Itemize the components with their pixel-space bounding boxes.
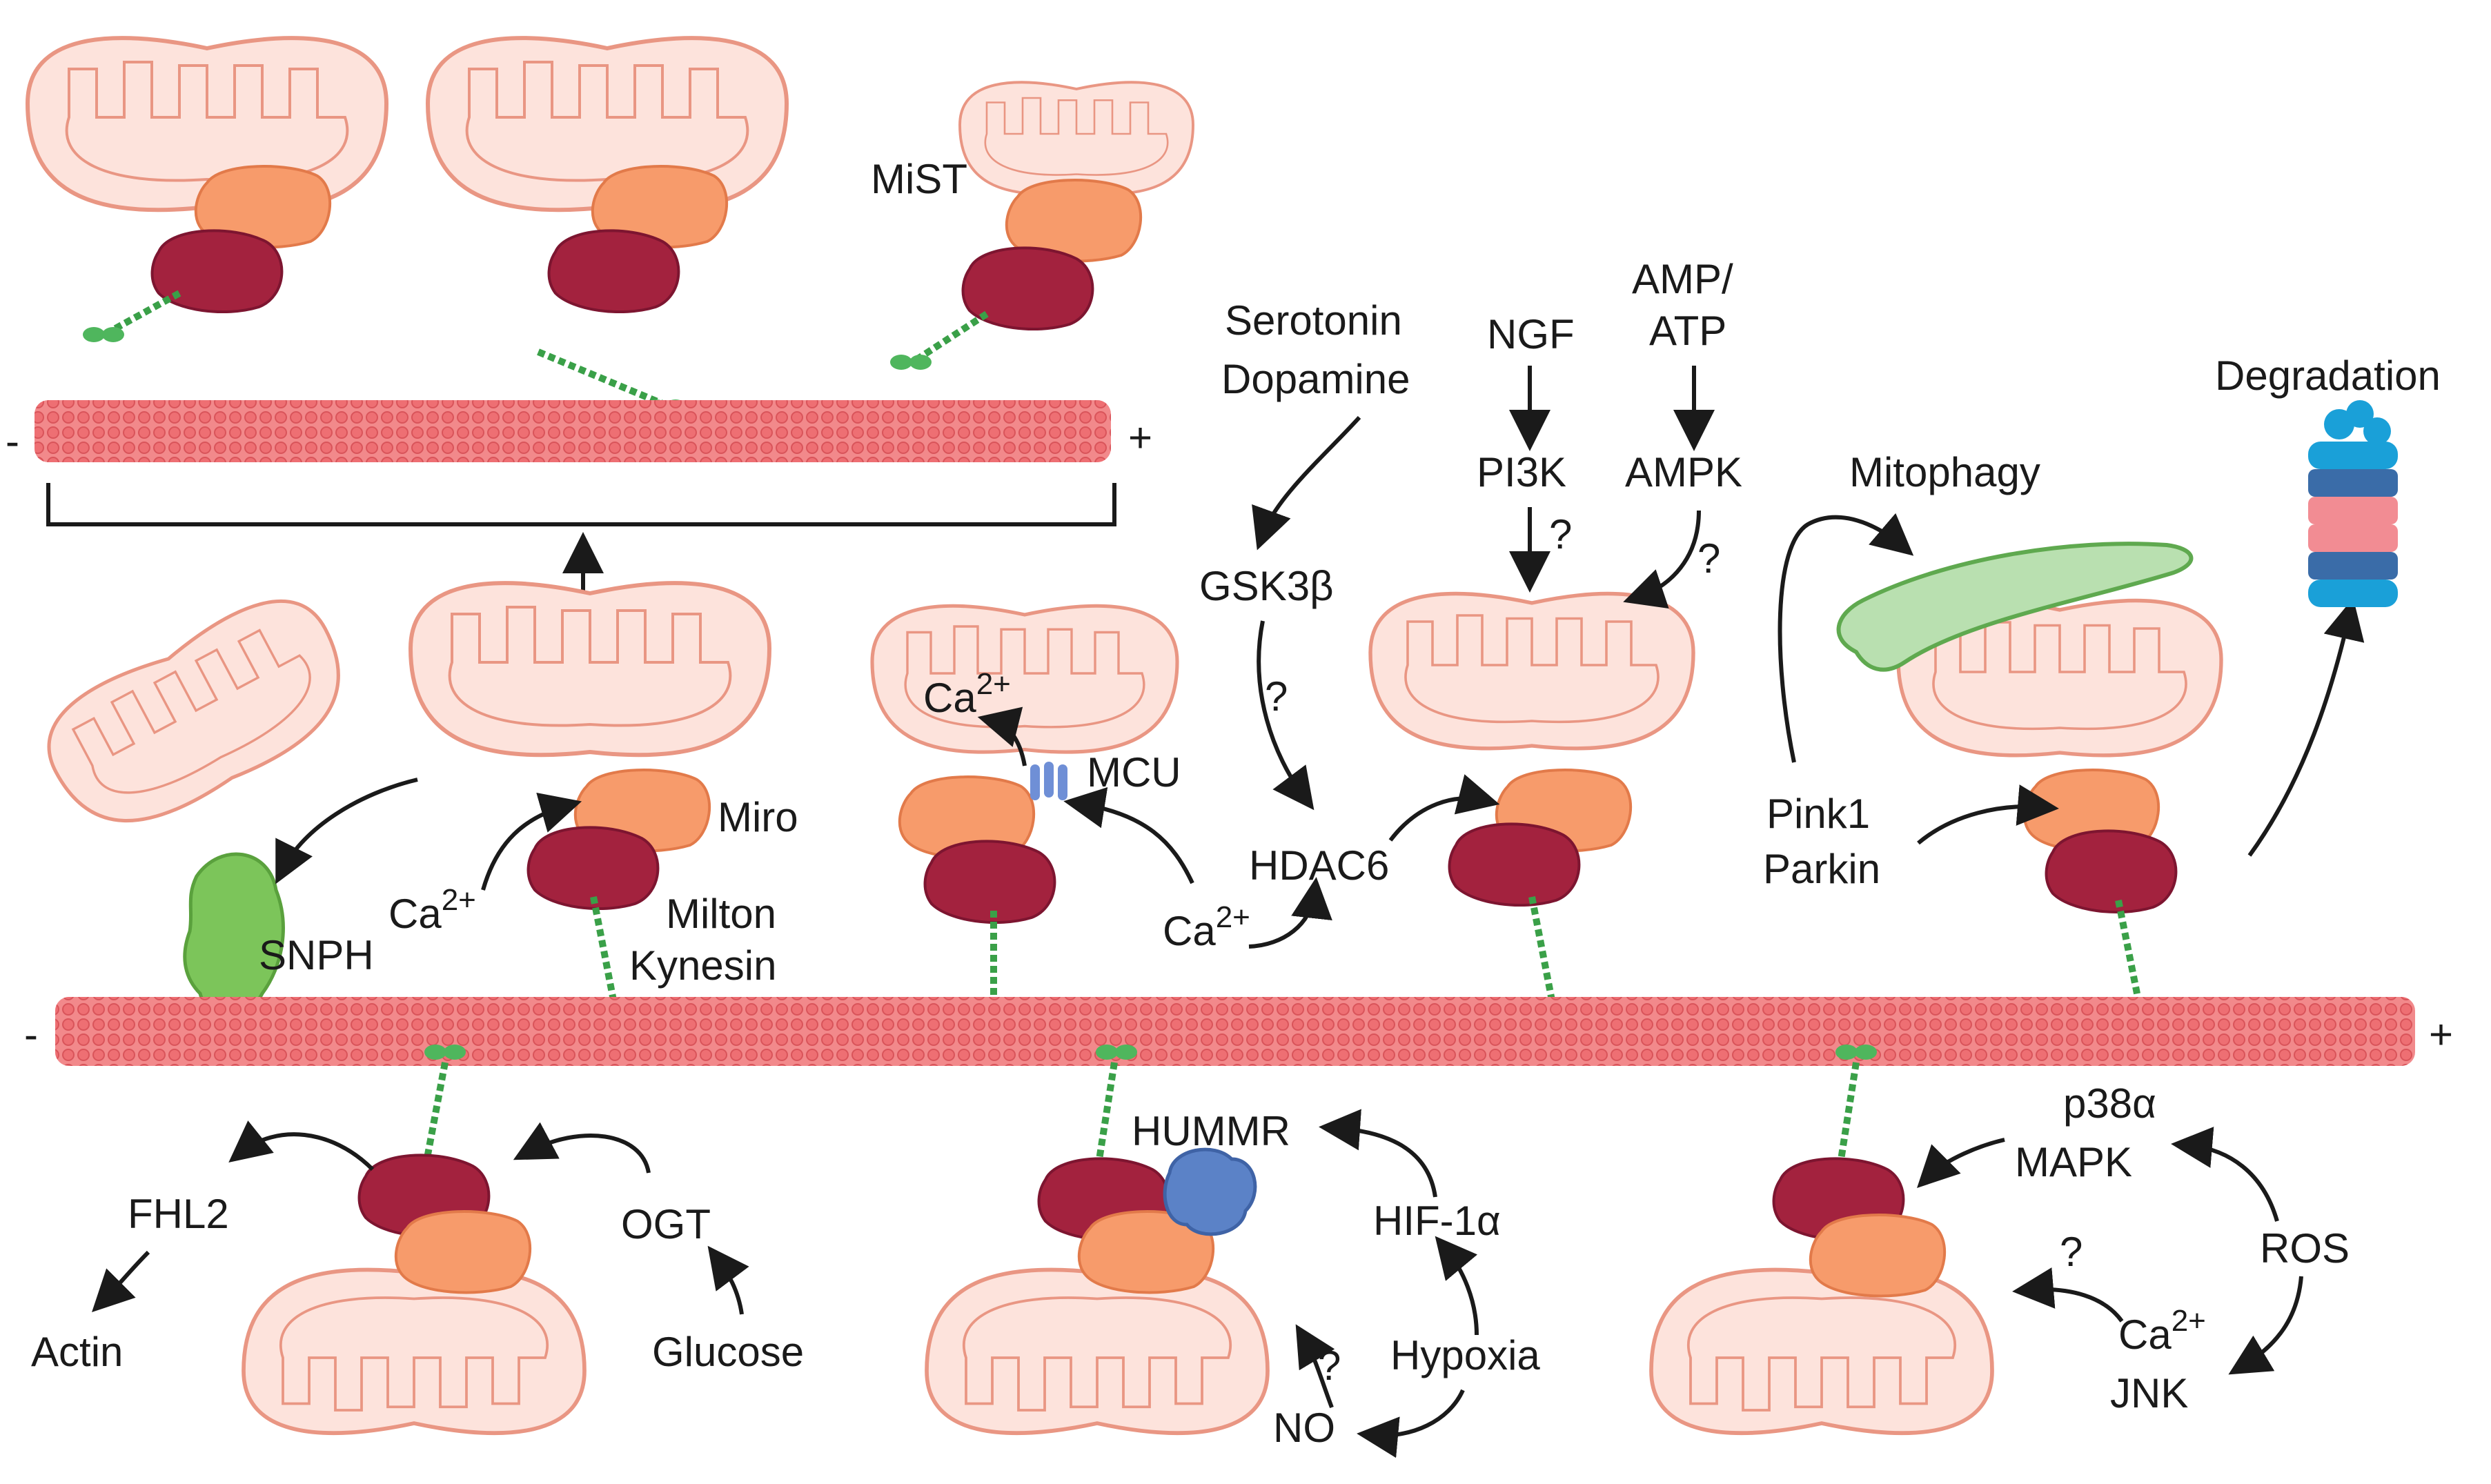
arrow-to-snph (275, 778, 418, 884)
mitophagy-label: Mitophagy (1849, 449, 2040, 495)
pi3k-label: PI3K (1477, 449, 1566, 495)
arrow-ca-to-mcu (1063, 786, 1194, 884)
top-complex-3 (890, 179, 1143, 370)
bottom-complex-1 (357, 1045, 532, 1294)
gsk3b-label: GSK3β (1199, 563, 1334, 609)
arrow-ogt-to-complex (513, 1122, 651, 1174)
hypoxia-label: Hypoxia (1390, 1332, 1540, 1378)
serotonin-label: Serotonin (1225, 297, 1402, 344)
top-complex-2 (537, 165, 729, 415)
jnk-label: JNK (2110, 1370, 2188, 1416)
fhl2-label: FHL2 (128, 1191, 229, 1237)
ca-mid-label: Ca2+ (1163, 900, 1250, 954)
parkin-complex (2022, 769, 2178, 1018)
bottom-mitochondrion-2 (927, 1269, 1268, 1433)
arrow-serotonin-to-gsk3b (1252, 415, 1361, 551)
mcu-mitochondrion (872, 606, 1177, 752)
degradation-label: Degradation (2215, 353, 2441, 399)
arrow-glucose-to-ogt (707, 1245, 749, 1315)
moving-mitochondrion-miro (411, 583, 769, 755)
bottom-complex-2 (1037, 1045, 1257, 1294)
p38a-label: p38α (2063, 1080, 2156, 1127)
arrow-gsk3b-to-hdac6 (1257, 620, 1315, 811)
q-ros: ? (2060, 1229, 2083, 1275)
arrow-ca-to-miro (481, 792, 582, 891)
bottom-complex-3 (1772, 1045, 1947, 1298)
parkin-label: Parkin (1763, 846, 1880, 892)
miro-milton-complex (526, 769, 711, 1018)
hummr-icon (1163, 1147, 1257, 1236)
q-ampk: ? (1697, 535, 1720, 582)
ca-mcu-label: Ca2+ (923, 667, 1011, 721)
top-mitochondrion-3 (958, 81, 1194, 196)
arrow-ca-to-hdac6 (1248, 877, 1332, 949)
top-minus-label: - (6, 418, 19, 464)
q-gsk3b: ? (1265, 673, 1288, 720)
mcu-complex (898, 762, 1067, 1022)
hummr-label: HUMMR (1132, 1108, 1290, 1154)
arrow-complex-to-degradation (2247, 597, 2365, 857)
arrow-ca-jnk-to-mito (2012, 1267, 2124, 1323)
ampk-label: AMPK (1625, 449, 1742, 495)
pink1-label: Pink1 (1766, 791, 1870, 837)
miro-label: Miro (718, 794, 798, 840)
arrow-mcu-to-ca (977, 706, 1027, 766)
hdac6-mitochondrion (1370, 594, 1693, 749)
arrow-ampk-to-mito (1623, 510, 1701, 609)
arrow-ros-to-jnk (2228, 1276, 2303, 1375)
middle-microtubule (55, 997, 2415, 1066)
snph-docked-mitochondrion (30, 580, 368, 852)
ogt-label: OGT (621, 1201, 711, 1247)
mist-label: MiST (871, 156, 967, 202)
ca-left-label: Ca2+ (388, 883, 476, 937)
top-microtubule (35, 400, 1111, 462)
hdac6-label: HDAC6 (1249, 842, 1389, 889)
snph-label: SNPH (259, 932, 374, 978)
kinesin-motor-icon (83, 327, 124, 342)
middle-plus-label: + (2429, 1011, 2453, 1058)
arrow-fhl2-to-actin (92, 1250, 150, 1312)
arrow-hif1a-to-hummr (1319, 1109, 1437, 1198)
arrow-p38a-to-complex (1917, 1138, 2005, 1188)
ngf-label: NGF (1487, 311, 1575, 357)
arrow-hypoxia-to-no (1357, 1389, 1465, 1458)
no-label: NO (1273, 1405, 1335, 1451)
phagophore-icon (1836, 542, 2194, 672)
arrow-ros-to-mapk (2171, 1127, 2279, 1222)
arrow-complex-to-fhl2 (228, 1120, 375, 1171)
mcu-channel-icon (1030, 762, 1067, 800)
dopamine-label: Dopamine (1221, 356, 1410, 402)
arrow-hypoxia-to-hif1a (1435, 1236, 1479, 1336)
middle-minus-label: - (24, 1011, 38, 1058)
actin-label: Actin (31, 1329, 123, 1375)
mapk-label: MAPK (2015, 1139, 2132, 1185)
bottom-mitochondrion-3 (1651, 1269, 1992, 1433)
hdac6-complex (1448, 769, 1633, 1018)
bracket (46, 483, 1116, 526)
q-pi3k: ? (1549, 511, 1572, 557)
bottom-mitochondrion-1 (244, 1269, 584, 1433)
amp-atp-label-1: AMP/ (1632, 256, 1733, 302)
milton-label: Milton (666, 891, 776, 937)
ros-label: ROS (2260, 1225, 2350, 1272)
mcu-label: MCU (1087, 749, 1181, 795)
arrow-no-to-mito (1295, 1324, 1335, 1409)
arrow-parkin-to-complex (1917, 784, 2059, 845)
arrow-hdac6-to-complex (1388, 774, 1500, 842)
top-plus-label: + (1128, 415, 1152, 461)
arrow-pink1-to-mitophagy (1778, 513, 1914, 763)
kynesin-label: Kynesin (629, 942, 776, 989)
ca-right-label: Ca2+ (2118, 1304, 2206, 1358)
amp-atp-label-2: ATP (1649, 308, 1726, 354)
glucose-label: Glucose (652, 1329, 804, 1375)
proteasome-icon (2308, 400, 2398, 607)
top-complex-1 (83, 165, 332, 342)
hif1a-label: HIF-1α (1373, 1198, 1501, 1244)
